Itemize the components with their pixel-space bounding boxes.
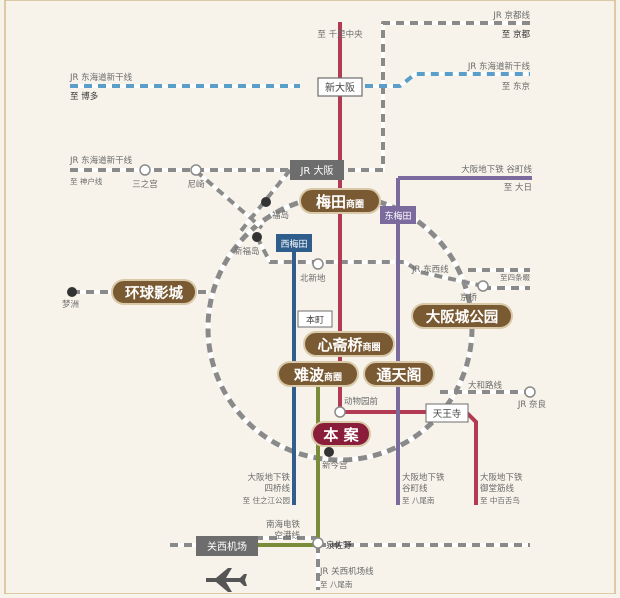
shin-osaka-label: 新大阪	[325, 81, 355, 94]
svg-text:JR 关西机场线: JR 关西机场线	[319, 566, 374, 577]
honmachi-station: 本町	[297, 310, 333, 328]
higashi-umeda-label: 东梅田	[384, 210, 411, 222]
svg-text:JR 京都线: JR 京都线	[492, 10, 530, 21]
tennoji-station: 天王寺	[425, 403, 469, 423]
svg-text:空港线: 空港线	[274, 530, 300, 541]
svg-text:JR 东西线: JR 东西线	[411, 264, 449, 275]
svg-text:尼崎: 尼崎	[187, 179, 205, 190]
svg-text:梦洲: 梦洲	[62, 300, 79, 310]
target-property: 本 案	[311, 421, 371, 447]
svg-text:JR 东海道新干线: JR 东海道新干线	[69, 155, 133, 166]
honmachi-label: 本町	[306, 314, 324, 326]
svg-text:梅田商圈: 梅田商圈	[316, 193, 364, 211]
svg-text:JR 奈良: JR 奈良	[517, 399, 547, 410]
svg-text:至 东京: 至 东京	[502, 81, 530, 92]
station-dot-fukushima	[261, 197, 271, 207]
station-markers	[67, 164, 536, 549]
tennoji-label: 天王寺	[433, 409, 462, 420]
svg-text:大和路线: 大和路线	[468, 380, 503, 391]
svg-text:御堂筋线: 御堂筋线	[480, 483, 515, 494]
svg-text:至 神户线: 至 神户线	[70, 176, 103, 186]
station-dot-shin-fukushima	[252, 232, 262, 242]
svg-text:至 八尾南: 至 八尾南	[402, 495, 435, 505]
jr-osaka-station: JR 大阪	[290, 160, 344, 180]
nishi-umeda-station: 西梅田	[276, 234, 312, 252]
higashi-umeda-station: 东梅田	[380, 206, 416, 224]
zone-umeda: 梅田商圈	[299, 188, 381, 214]
station-dot-yumeshima	[67, 287, 77, 297]
svg-text:大阪地下铁 谷町线: 大阪地下铁 谷町线	[461, 164, 532, 175]
svg-text:南海电铁: 南海电铁	[266, 519, 301, 530]
station-dot-nara	[524, 386, 536, 398]
svg-text:谷町线: 谷町线	[402, 483, 428, 494]
svg-text:至 住之江公园: 至 住之江公园	[243, 495, 290, 505]
zone-osaka-castle: 大阪城公园	[411, 303, 513, 329]
svg-text:难波商圈: 难波商圈	[293, 366, 342, 384]
svg-text:新今宫: 新今宫	[322, 460, 348, 471]
zone-namba: 难波商圈	[277, 361, 359, 387]
svg-text:大阪地下铁: 大阪地下铁	[480, 472, 523, 483]
kansai-airport-label: 关西机场	[207, 540, 247, 553]
svg-text:福岛: 福岛	[272, 210, 289, 221]
svg-text:三之宫: 三之宫	[132, 179, 158, 190]
station-dot-kitashinchi	[312, 258, 324, 270]
target-label: 本 案	[323, 426, 359, 444]
zone-tsutenkaku: 通天阁	[363, 361, 435, 387]
svg-text:四桥线: 四桥线	[264, 483, 290, 494]
line-labels: JR 京都线 至 京都 JR 东海道新干线 至 东京 JR 东海道新干线 至 博…	[69, 10, 546, 589]
station-dot-dobutsuen	[334, 406, 346, 418]
shin-osaka-station: 新大阪	[317, 77, 363, 97]
svg-text:至 博多: 至 博多	[70, 91, 99, 102]
svg-text:JR 东海道新干线: JR 东海道新干线	[467, 61, 531, 72]
svg-text:至 大日: 至 大日	[504, 182, 532, 193]
kansai-airport-station: 关西机场	[196, 536, 258, 556]
svg-text:新福岛: 新福岛	[234, 246, 260, 257]
svg-text:心斋桥商圈: 心斋桥商圈	[317, 336, 380, 354]
station-dot-amagasaki	[190, 164, 202, 176]
svg-text:至四条畷: 至四条畷	[500, 272, 530, 282]
svg-text:大阪地下铁: 大阪地下铁	[247, 472, 290, 483]
svg-text:通天阁: 通天阁	[376, 366, 421, 384]
station-dot-kyobashi	[477, 280, 489, 292]
svg-text:京桥: 京桥	[460, 292, 478, 303]
svg-text:至 京都: 至 京都	[502, 29, 531, 40]
svg-text:北新地: 北新地	[300, 273, 326, 284]
svg-text:至 千里中央: 至 千里中央	[317, 29, 363, 40]
jr-osaka-label: JR 大阪	[299, 164, 333, 177]
nishi-umeda-label: 西梅田	[280, 238, 307, 250]
zone-usj: 环球影城	[111, 279, 197, 305]
svg-text:至 中百舌鸟: 至 中百舌鸟	[480, 495, 520, 505]
station-dot-shin-imamiya	[324, 447, 334, 457]
station-dot-mitsunomiya	[139, 164, 151, 176]
svg-text:JR 东海道新干线: JR 东海道新干线	[69, 72, 133, 83]
station-dot-izumisano	[312, 537, 324, 549]
svg-text:大阪地下铁: 大阪地下铁	[402, 472, 445, 483]
svg-text:动物园前: 动物园前	[344, 396, 379, 407]
svg-text:泉佐野: 泉佐野	[326, 540, 352, 551]
airplane-icon	[206, 568, 247, 592]
zone-shinsaibashi: 心斋桥商圈	[303, 331, 395, 357]
svg-text:环球影城: 环球影城	[125, 284, 183, 302]
svg-text:至 八尾南: 至 八尾南	[320, 579, 353, 589]
svg-text:大阪城公园: 大阪城公园	[426, 308, 499, 326]
station-labels: 三之宫 尼崎 福岛 新福岛 北新地 京桥 梦洲 动物园前 新今宫 泉佐野	[62, 179, 478, 551]
